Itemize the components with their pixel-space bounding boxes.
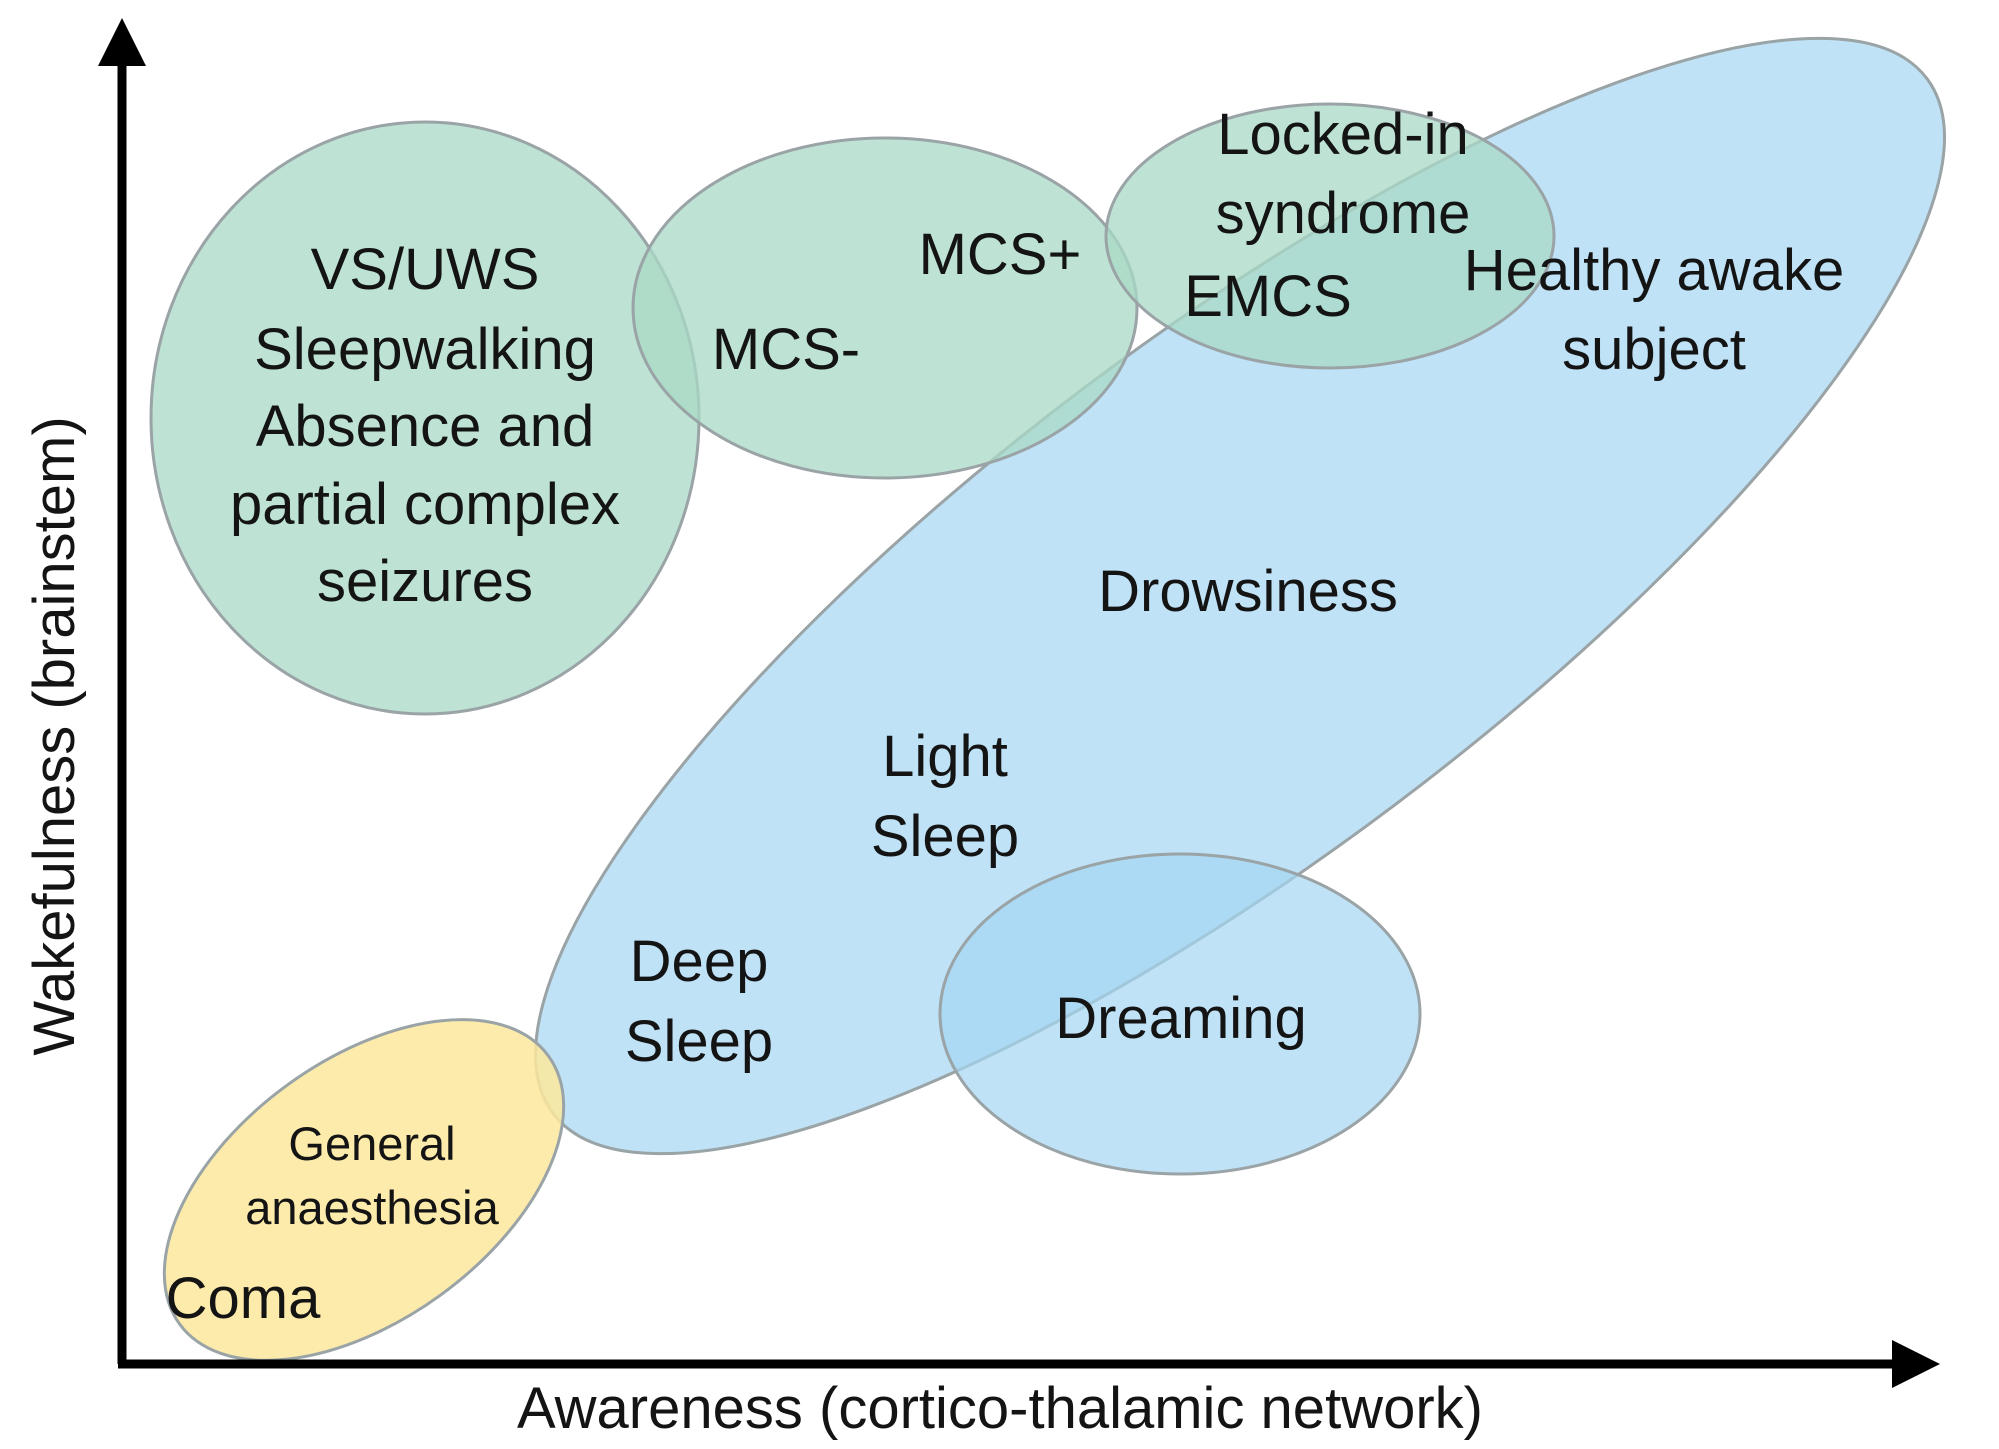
locked-in-ellipse [1104,102,1556,370]
x-axis-label: Awareness (cortico-thalamic network) [517,1376,1483,1441]
mcs-plus-label: MCS+ [919,222,1082,287]
x-axis-arrowhead-icon [1892,1340,1940,1388]
light-sleep-label: Sleep [871,804,1019,869]
vs-uws-label: VS/UWS [311,237,540,302]
locked-in-label: Locked-in [1217,102,1468,167]
subject-label: subject [1562,317,1746,382]
syndrome-label: syndrome [1216,181,1471,246]
deep-sleep-label: Sleep [625,1009,773,1074]
emcs-label: EMCS [1184,264,1352,329]
mcs-ellipse [631,136,1139,480]
dreaming-ellipse [938,852,1422,1176]
absence-label: Absence and [256,394,595,459]
coma-label: Coma [166,1266,321,1331]
anaesthesia-label: anaesthesia [245,1181,499,1234]
mcs-minus-label: MCS- [712,317,860,382]
partial-complex-label: partial complex [230,472,620,537]
drowsiness-label: Drowsiness [1098,559,1398,624]
seizures-label: seizures [317,549,533,614]
labels-layer: VS/UWS Sleepwalking Absence and partial … [166,102,1845,1331]
light-label: Light [882,724,1008,789]
axes-layer: Wakefulness (brainstem) Awareness (corti… [22,18,1940,1441]
regions-layer [149,36,1946,1362]
y-axis-label: Wakefulness (brainstem) [22,416,87,1055]
anaesthesia-coma-ellipse [162,1018,566,1362]
deep-label: Deep [630,929,769,994]
y-axis-arrowhead-icon [98,18,146,66]
healthy-awake-label: Healthy awake [1464,238,1844,303]
dreaming-label: Dreaming [1055,986,1306,1051]
sleepwalking-label: Sleepwalking [254,317,596,382]
general-label: General [288,1117,455,1170]
